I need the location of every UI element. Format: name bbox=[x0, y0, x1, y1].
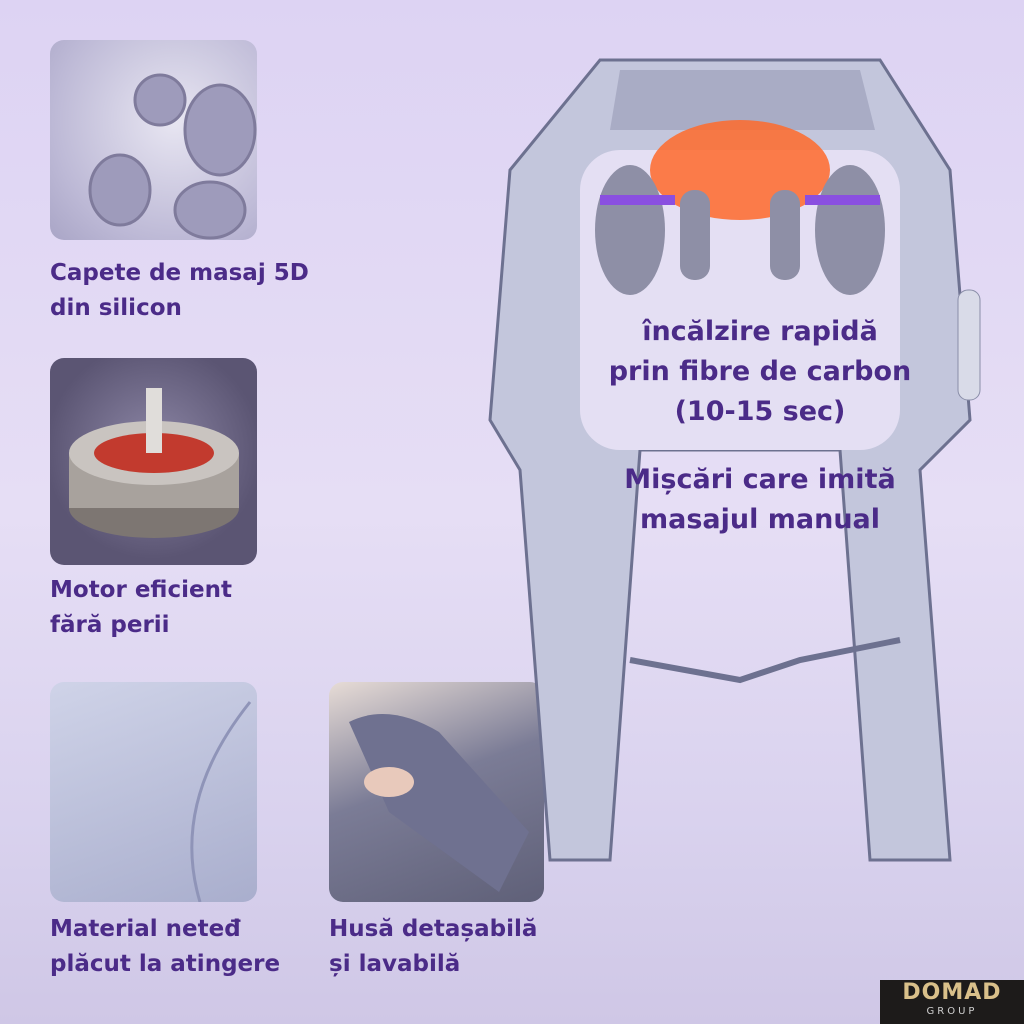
logo-name: DOMAD bbox=[902, 980, 1002, 1005]
logo-sub: GROUP bbox=[926, 1006, 978, 1017]
smooth-material-image bbox=[50, 682, 257, 902]
removable-cover-image bbox=[329, 682, 544, 902]
feature-caption-motor: Motor eficient fără perii bbox=[50, 577, 232, 638]
brand-logo: DOMAD GROUP bbox=[880, 980, 1024, 1024]
feature-caption-heads: Capete de masaj 5D din silicon bbox=[50, 260, 309, 321]
silicone-heads-image bbox=[50, 40, 257, 240]
neck-massager-image bbox=[488, 58, 981, 862]
motor-image bbox=[50, 358, 257, 565]
feature-caption-material: Material neteđ plăcut la atingere bbox=[50, 916, 281, 977]
motion-feature-text: Mișcări care imită masajul manual bbox=[624, 464, 896, 535]
heating-feature-text: încălzire rapidă prin fibre de carbon (1… bbox=[608, 316, 912, 427]
feature-caption-cover: Husă detașabilă și lavabilă bbox=[329, 916, 538, 977]
